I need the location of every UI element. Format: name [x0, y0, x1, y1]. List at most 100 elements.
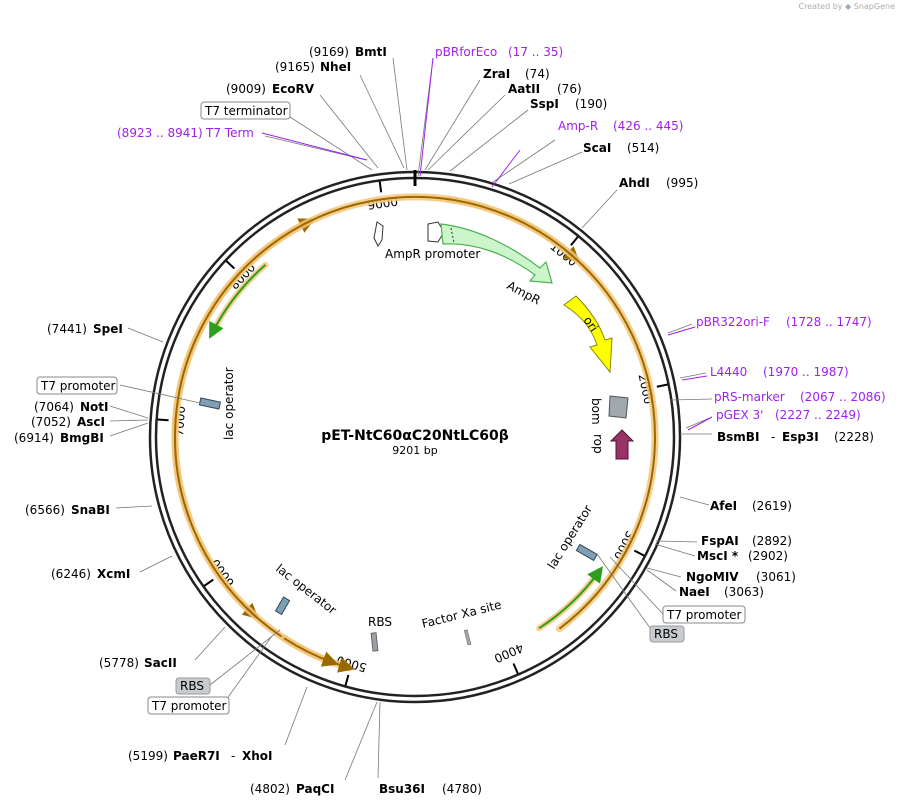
enzyme-sacii-pos: (5778)	[99, 656, 139, 670]
orf-bottom-left[interactable]	[283, 637, 339, 667]
primer-pgex3: pGEX 3'	[716, 408, 763, 422]
enzyme-bmti-pos: (9169)	[309, 45, 349, 59]
enzyme-xcmi: XcmI	[97, 567, 130, 581]
credit-brand: SnapGene	[853, 2, 895, 11]
tick-mark	[344, 674, 350, 686]
enzyme-spei: SpeI	[93, 322, 123, 336]
primer-lines	[261, 57, 713, 431]
tick-mark	[203, 578, 214, 587]
enzyme-bsmbi: BsmBI	[717, 430, 759, 444]
rop-label: rop	[591, 434, 605, 454]
lac-operator-left-label: lac operator	[222, 367, 236, 440]
bom-label: bom	[589, 398, 603, 425]
enzyme-aatii: AatII	[508, 82, 540, 96]
rbs-right-label: RBS	[654, 627, 678, 641]
enzyme-bmti: BmtI	[355, 45, 387, 59]
green-arrow-left[interactable]	[209, 264, 267, 339]
enzyme-aatii-pos: (76)	[557, 82, 582, 96]
enzyme-bmgbi: BmgBI	[60, 431, 104, 445]
primer-l4440-range: (1970 .. 1987)	[763, 365, 849, 379]
enzyme-ngomiv: NgoMIV	[686, 570, 739, 584]
lac-operator-left[interactable]	[198, 397, 221, 410]
primer-prs-marker-range: (2067 .. 2086)	[800, 390, 886, 404]
primer-pbr322ori: pBR322ori-F	[696, 315, 770, 329]
tick-mark	[656, 383, 668, 388]
enzyme-sspi-pos: (190)	[575, 97, 607, 111]
enzyme-ngomiv-pos: (3061)	[756, 570, 796, 584]
t7-promoter-box-left	[36, 376, 118, 395]
primer-pbrforeco: pBRforEco	[435, 45, 497, 59]
enzyme-msci-pos: (2902)	[748, 549, 788, 563]
enzyme-xcmi-pos: (6246)	[51, 567, 91, 581]
enzyme-afei: AfeI	[710, 499, 737, 513]
credit-prefix: Created by	[798, 2, 843, 11]
t7-promoter-box-bottom	[147, 696, 230, 715]
backbone	[148, 170, 682, 704]
enzyme-ahdi: AhdI	[619, 176, 650, 190]
enzyme-fspai-pos: (2892)	[752, 534, 792, 548]
enzyme-asci: AscI	[77, 415, 105, 429]
bom-box[interactable]	[608, 395, 629, 419]
ampr-promoter-arrow[interactable]	[427, 221, 445, 243]
primer-l4440: L4440	[710, 365, 747, 379]
ori-arrow[interactable]	[563, 295, 613, 374]
primer-pbr322ori-range: (1728 .. 1747)	[786, 315, 872, 329]
green-arrow-right[interactable]	[538, 566, 603, 630]
plasmid-name: pET-NtC60αC20NtLC60β	[321, 428, 509, 444]
enzyme-paer7i-pos: (5199)	[128, 749, 168, 763]
ampr-promoter-arrow-small[interactable]	[373, 221, 384, 247]
primer-pbrforeco-range: (17 .. 35)	[508, 45, 563, 59]
enzyme-paer7i: PaeR7I	[173, 749, 220, 763]
tick-mark	[157, 418, 169, 422]
tick-mark	[225, 260, 236, 270]
enzyme-esp3i-pos: (2228)	[834, 430, 874, 444]
enzyme-naei: NaeI	[679, 585, 710, 599]
primer-prs-marker: pRS-marker	[714, 390, 785, 404]
enzyme-noti: NotI	[80, 400, 109, 414]
svg-text:-: -	[231, 749, 235, 763]
factor-xa-mark[interactable]	[463, 629, 472, 646]
t7-terminator-box	[200, 101, 291, 120]
tick-mark	[633, 549, 645, 557]
t7-terminator-label: T7 terminator	[204, 104, 288, 118]
enzyme-paqci-pos: (4802)	[250, 782, 290, 796]
enzyme-ecorv-pos: (9009)	[226, 82, 266, 96]
rbs-bottom-label: RBS	[180, 679, 204, 693]
lac-operator-right[interactable]	[575, 543, 598, 562]
enzyme-spei-pos: (7441)	[47, 322, 87, 336]
rbs-box-bottom	[175, 677, 211, 695]
orf-bottom[interactable]	[174, 196, 656, 673]
enzyme-snabi: SnaBI	[71, 503, 110, 517]
enzyme-xhoi: XhoI	[242, 749, 273, 763]
rbs-box-right	[649, 625, 685, 643]
enzyme-nhei-pos: (9165)	[275, 60, 315, 74]
enzyme-scai-pos: (514)	[627, 141, 659, 155]
rbs-mark[interactable]	[370, 632, 379, 652]
enzyme-asci-pos: (7052)	[31, 415, 71, 429]
snapgene-logo-icon: ◆	[845, 2, 852, 11]
factor-xa-label: Factor Xa site	[420, 598, 503, 631]
t7-promoter-bottom-label: T7 promoter	[151, 699, 227, 713]
enzyme-bmgbi-pos: (6914)	[14, 431, 54, 445]
enzyme-naei-pos: (3063)	[724, 585, 764, 599]
enzyme-sacii: SacII	[144, 656, 177, 670]
enzyme-sspi: SspI	[530, 97, 559, 111]
enzyme-scai: ScaI	[583, 141, 611, 155]
enzyme-ecorv: EcoRV	[272, 82, 315, 96]
enzyme-afei-pos: (2619)	[752, 499, 792, 513]
tick-mark	[512, 663, 519, 675]
ampr-promoter-label: AmpR promoter	[385, 247, 480, 261]
tick-label: 4000	[492, 640, 526, 665]
enzyme-fspai: FspAI	[701, 534, 739, 548]
lac-operator-bottom[interactable]	[274, 596, 291, 616]
tick-mark	[378, 181, 383, 193]
lac-operator-right-label: lac operator	[545, 502, 595, 571]
t7-promoter-box-right	[662, 605, 746, 624]
ampr-label: AmpR	[505, 278, 543, 307]
snapgene-credit: Created by ◆ SnapGene	[798, 2, 895, 11]
rop-arrow[interactable]	[609, 429, 635, 460]
enzyme-msci: MscI *	[697, 549, 739, 563]
enzyme-snabi-pos: (6566)	[25, 503, 65, 517]
ampr-arrow[interactable]	[440, 223, 553, 284]
